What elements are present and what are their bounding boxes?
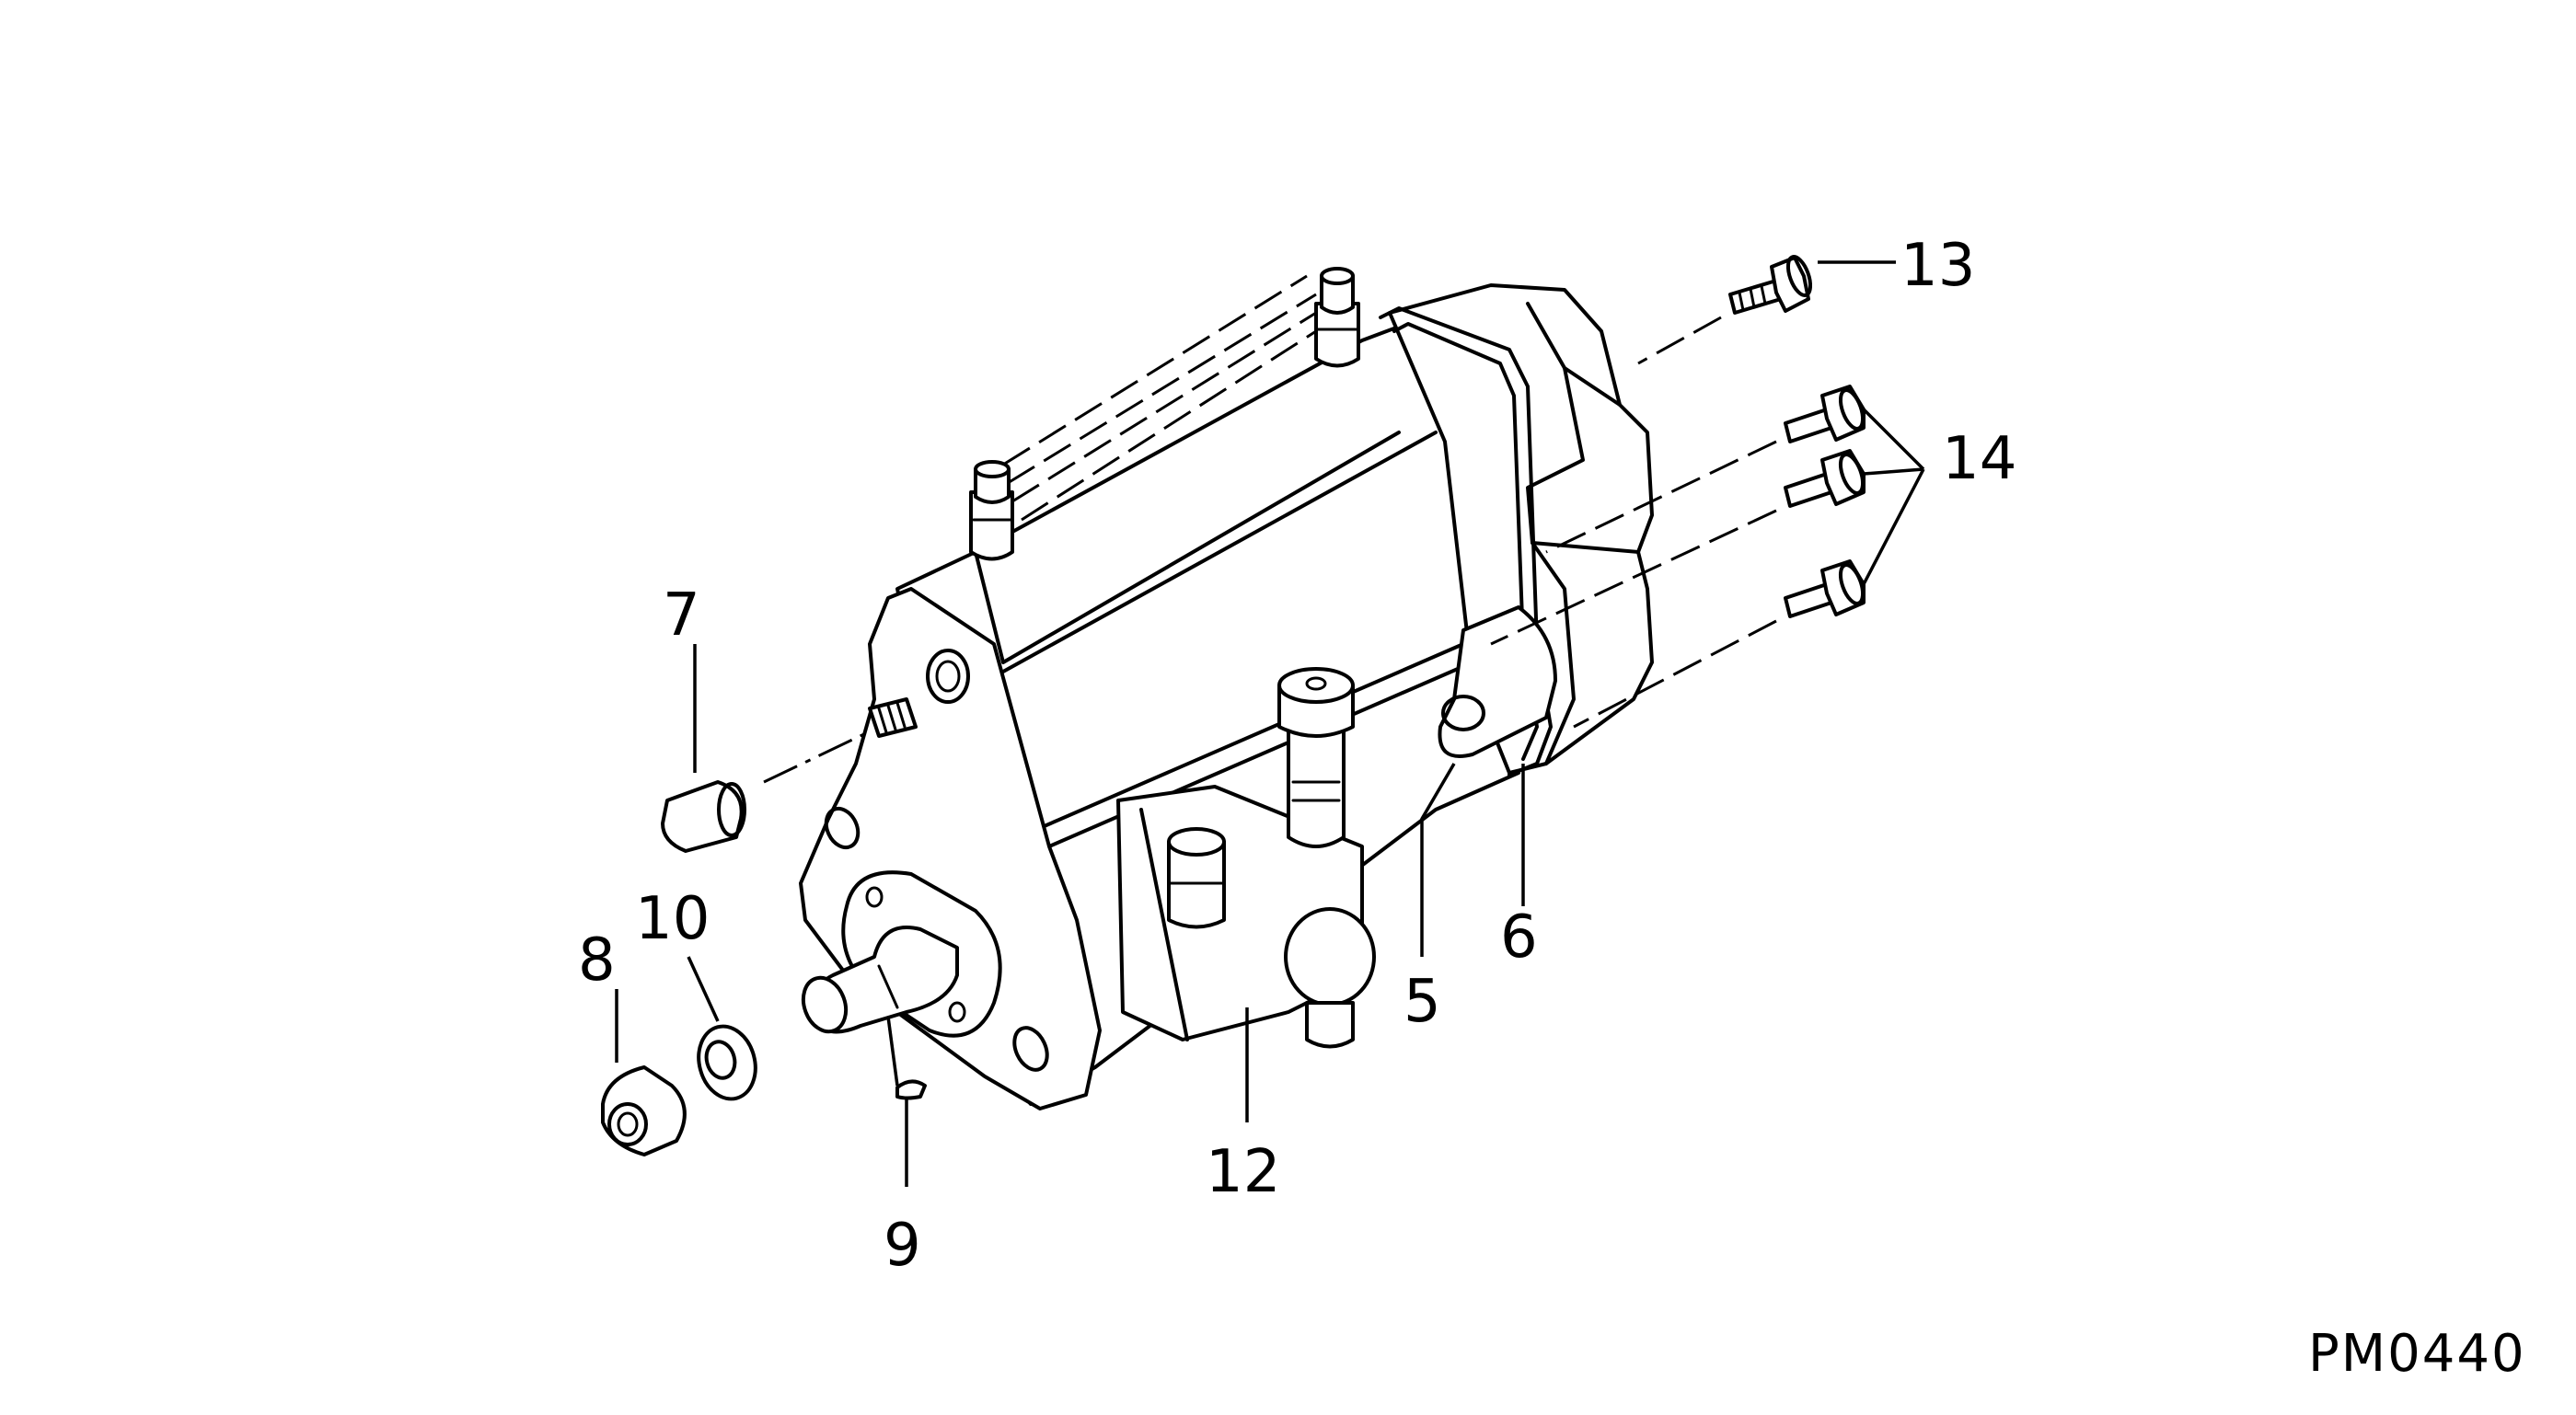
callout-7: 7	[663, 581, 700, 650]
valve-holder-rear	[1314, 267, 1360, 368]
governor-housing	[1379, 283, 1654, 777]
part-14-bolt-a	[1784, 385, 1866, 443]
callout-labels: 7 8 10 9 12 5 6 13 14 PM0440	[578, 232, 2526, 1384]
plug-thread-stub	[868, 697, 918, 738]
plug-axis-line	[763, 730, 871, 784]
callout-10: 10	[635, 885, 710, 953]
part-10-washer	[697, 1024, 757, 1101]
bolt-axis-lines	[1490, 316, 1777, 729]
part-14-bolts	[1784, 385, 1866, 618]
part-9-woodruff-key	[895, 1079, 927, 1100]
feed-pump	[1116, 667, 1376, 1049]
callout-13: 13	[1900, 232, 1975, 300]
part-14-bolt-c	[1784, 559, 1866, 618]
drawing-code: PM0440	[2308, 1324, 2526, 1384]
part-7-plug	[661, 780, 746, 853]
callout-5: 5	[1404, 968, 1441, 1036]
callout-9: 9	[884, 1212, 921, 1280]
callout-12: 12	[1206, 1138, 1280, 1206]
callout-8: 8	[578, 926, 616, 995]
valve-holder-front	[969, 460, 1014, 561]
part-14-bolt-b	[1784, 449, 1866, 508]
part-8-nut	[601, 1065, 687, 1156]
callout-14: 14	[1942, 425, 2016, 493]
part-13-bolt	[1728, 255, 1813, 315]
delivery-valve-holders	[969, 267, 1360, 561]
callout-6: 6	[1500, 903, 1538, 972]
leader-lines	[615, 260, 1925, 1187]
